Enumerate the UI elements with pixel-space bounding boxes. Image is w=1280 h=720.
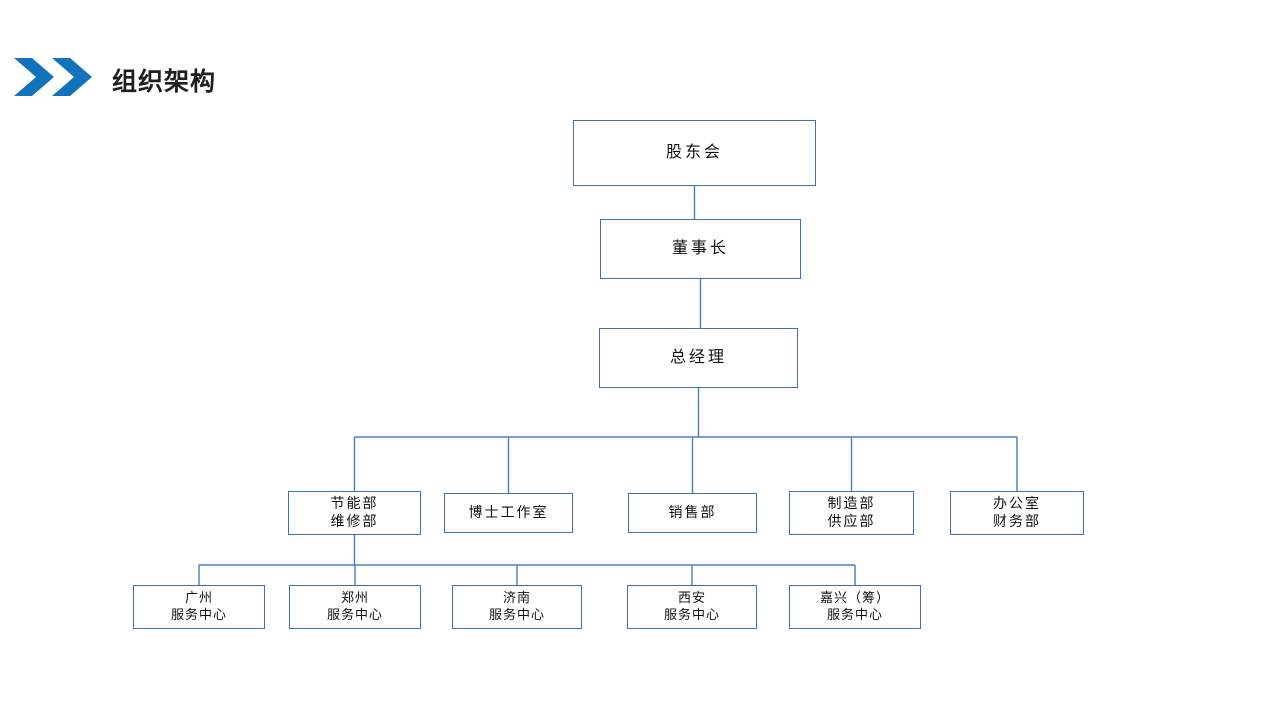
org-node-label: 广州 bbox=[184, 590, 213, 606]
org-node-sc-xian: 西安服务中心 bbox=[627, 585, 757, 629]
org-node-general-manager: 总经理 bbox=[599, 328, 798, 388]
org-node-label: 西安 bbox=[677, 590, 706, 606]
org-node-label: 股东会 bbox=[665, 143, 723, 161]
org-node-label: 节能部 bbox=[330, 495, 379, 512]
page-title: 组织架构 bbox=[112, 68, 217, 96]
org-node-doctor-studio: 博士工作室 bbox=[444, 493, 573, 533]
org-node-office-finance: 办公室财务部 bbox=[950, 491, 1084, 535]
org-node-energy-maintenance: 节能部维修部 bbox=[288, 491, 421, 535]
org-node-shareholders: 股东会 bbox=[573, 120, 816, 186]
org-node-label: 财务部 bbox=[993, 513, 1041, 529]
org-node-sc-jiaxing: 嘉兴（筹）服务中心 bbox=[789, 585, 921, 629]
org-node-label: 服务中心 bbox=[663, 607, 720, 622]
org-node-label: 服务中心 bbox=[326, 607, 383, 622]
slide-header: 组织架构 bbox=[0, 0, 1280, 130]
org-node-label: 制造部 bbox=[827, 495, 876, 512]
org-node-label: 服务中心 bbox=[170, 607, 227, 622]
double-chevron-right-icon bbox=[14, 58, 92, 96]
org-node-label: 销售部 bbox=[668, 504, 717, 521]
org-node-label: 服务中心 bbox=[826, 607, 883, 622]
org-node-label: 总经理 bbox=[669, 348, 727, 366]
org-node-label: 博士工作室 bbox=[468, 504, 549, 521]
org-node-label: 办公室 bbox=[993, 495, 1041, 512]
org-node-label: 嘉兴（筹） bbox=[819, 590, 890, 606]
org-node-sc-jinan: 济南服务中心 bbox=[452, 585, 582, 629]
org-node-label: 服务中心 bbox=[488, 607, 545, 622]
org-node-manufacture-supply: 制造部供应部 bbox=[789, 491, 914, 535]
org-node-label: 郑州 bbox=[340, 590, 369, 606]
org-node-chairman: 董事长 bbox=[600, 219, 801, 279]
org-node-sc-guangzhou: 广州服务中心 bbox=[133, 585, 265, 629]
org-node-sc-zhengzhou: 郑州服务中心 bbox=[289, 585, 421, 629]
org-node-sales: 销售部 bbox=[628, 493, 757, 533]
org-node-label: 济南 bbox=[502, 590, 531, 606]
org-node-label: 董事长 bbox=[671, 239, 729, 257]
org-node-label: 维修部 bbox=[330, 513, 379, 529]
org-node-label: 供应部 bbox=[827, 513, 876, 529]
